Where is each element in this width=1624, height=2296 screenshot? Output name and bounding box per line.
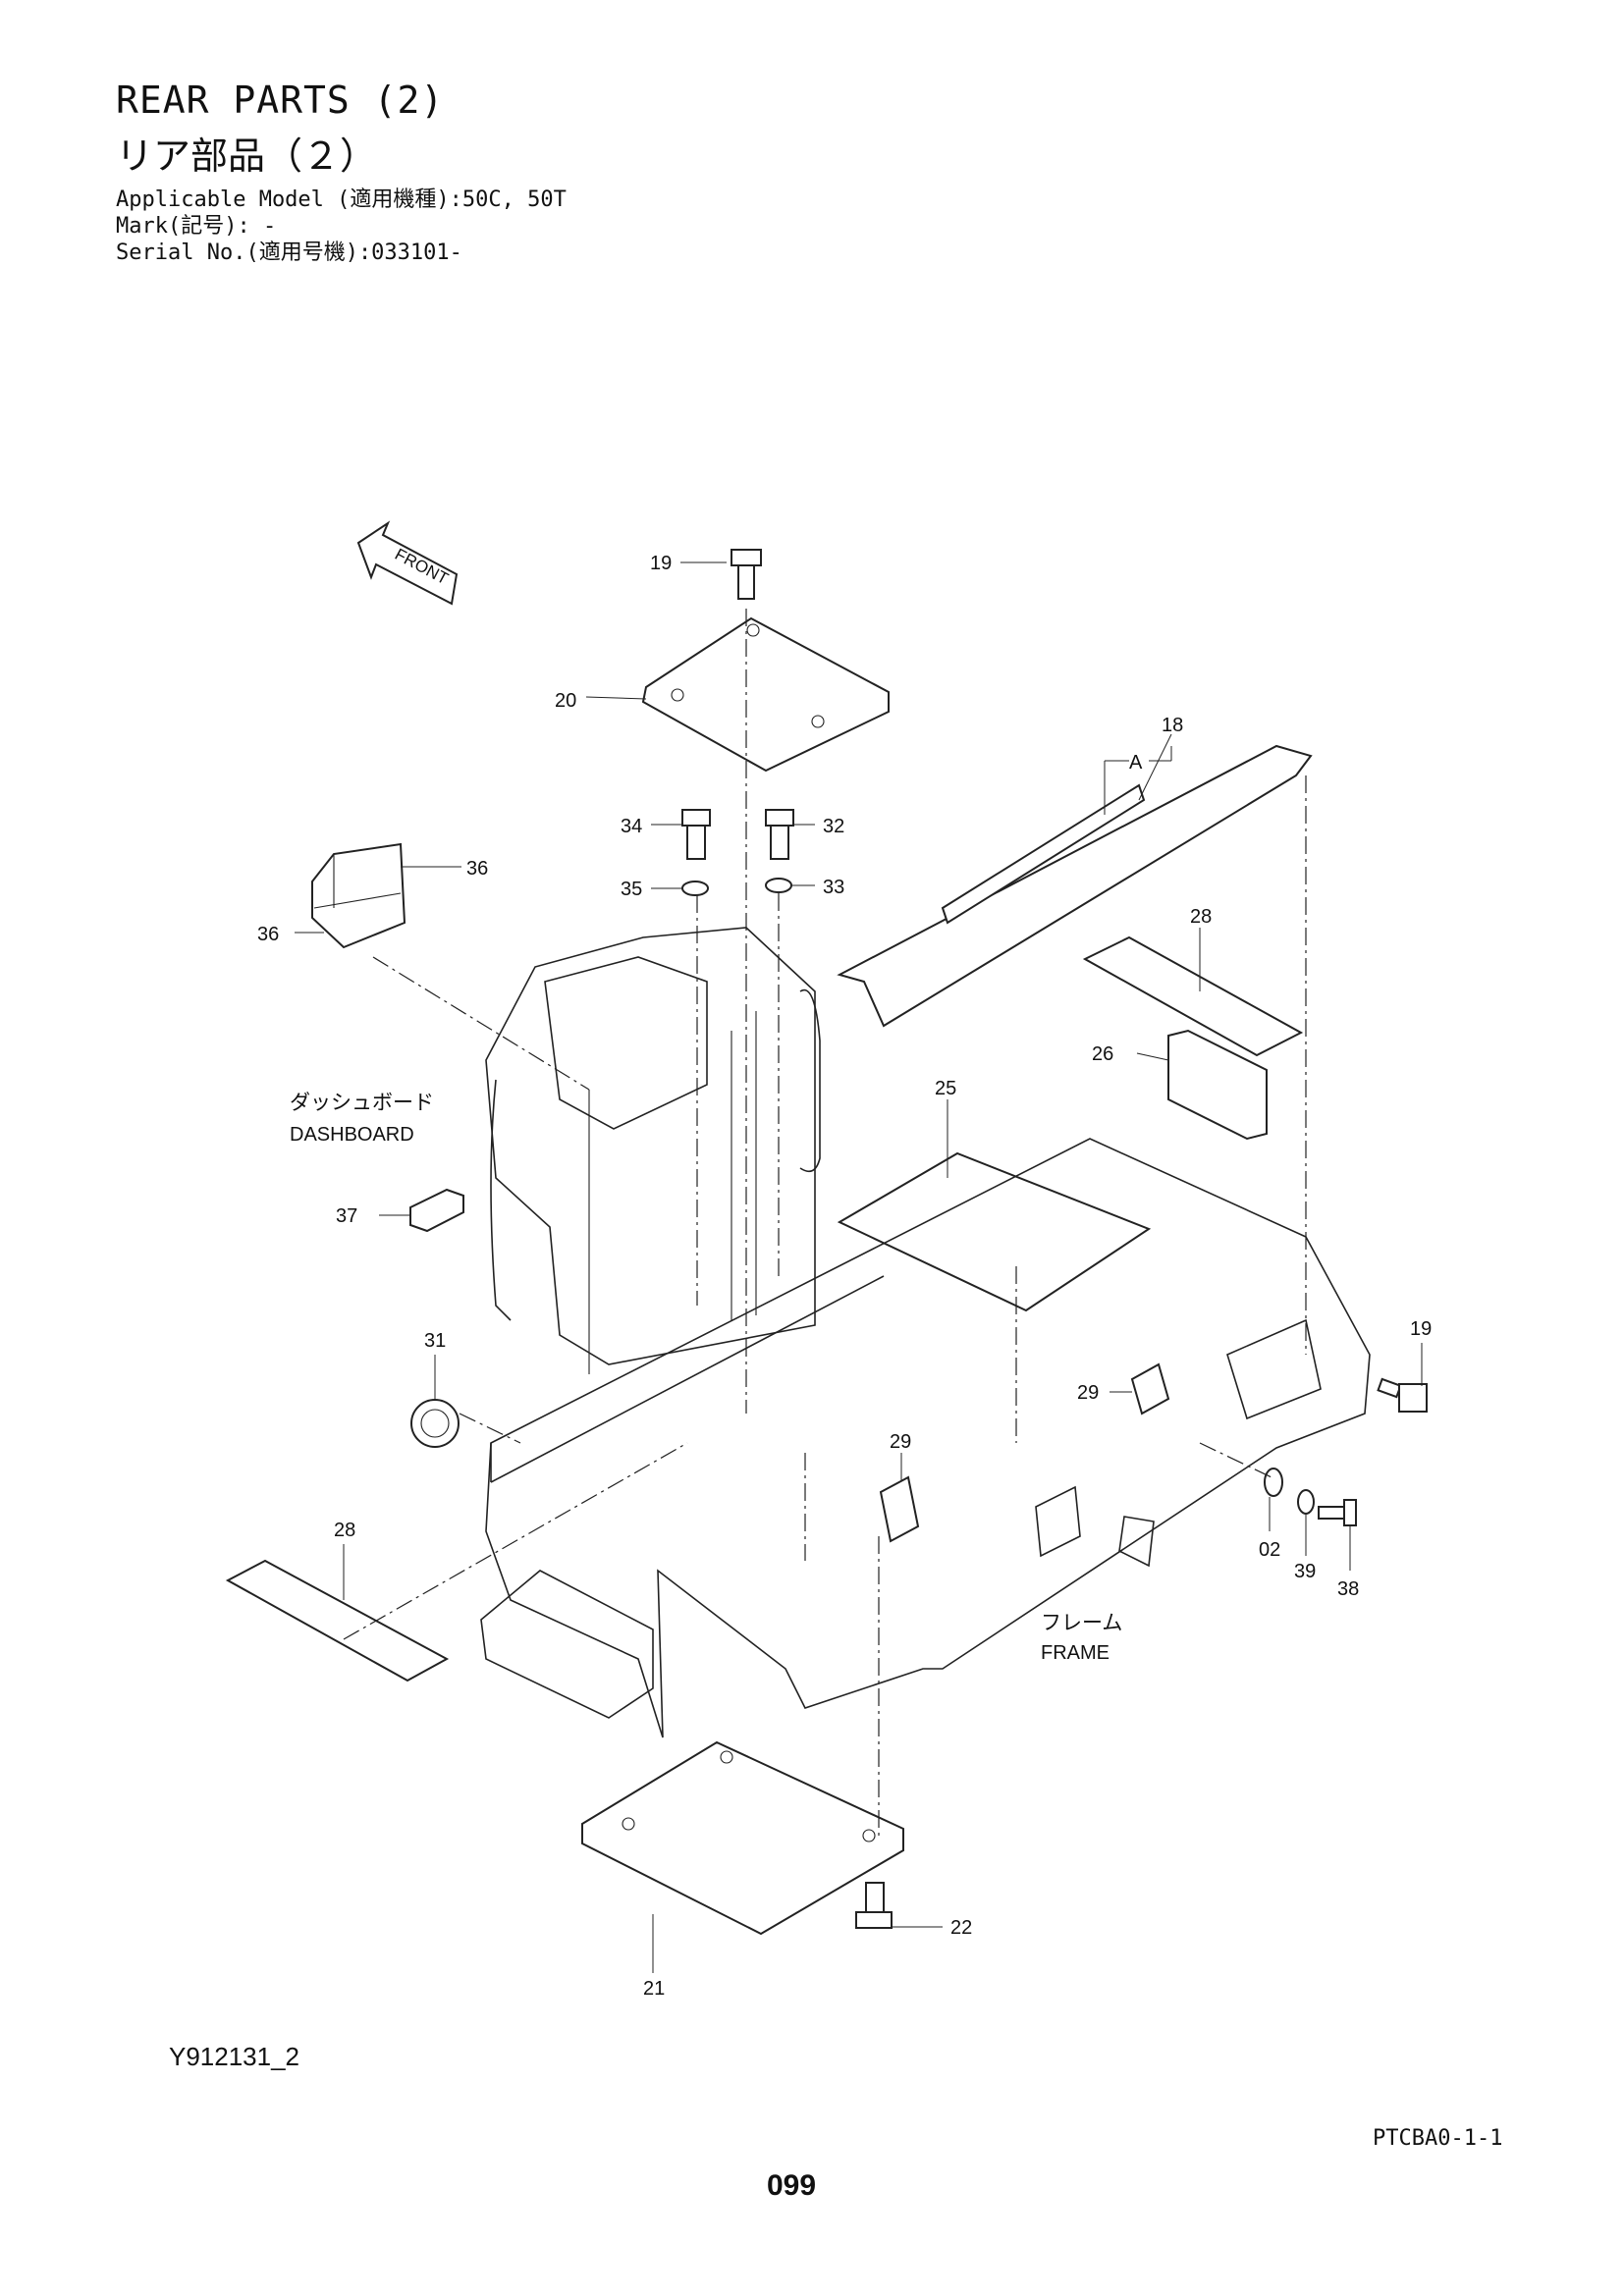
callout-28-lower: 28: [334, 1520, 355, 1541]
callout-02: 02: [1259, 1539, 1280, 1561]
dashboard-structure: [485, 927, 821, 1374]
callout-33: 33: [823, 877, 844, 898]
callout-35: 35: [621, 879, 642, 900]
dashboard-label-en: DASHBOARD: [290, 1124, 414, 1146]
callout-20: 20: [555, 690, 576, 712]
dashboard-label-ja: ダッシュボード: [290, 1091, 434, 1114]
frame-label-ja: フレーム: [1041, 1611, 1122, 1634]
applicable-model: Applicable Model (適用機種):50C, 50T: [116, 187, 567, 212]
part-floor-mat-25: [837, 1151, 1152, 1312]
detail-a-label: A: [1129, 752, 1143, 774]
callout-34: 34: [621, 816, 642, 837]
part-rubber-bumper: [311, 842, 406, 949]
callout-18: 18: [1162, 715, 1183, 736]
part-mat-28-upper: [1082, 935, 1304, 1057]
page-code: PTCBA0-1-1: [1373, 2126, 1503, 2151]
front-arrow-icon: FRONT: [356, 520, 459, 606]
callout-38: 38: [1337, 1578, 1359, 1600]
bolt-19-right: [1377, 1377, 1428, 1413]
callout-39: 39: [1294, 1561, 1316, 1582]
part-mat-28-lower: [225, 1559, 450, 1682]
callout-22: 22: [950, 1917, 972, 1939]
part-pad-29-right: [1130, 1362, 1170, 1415]
part-grommet-31: [410, 1399, 460, 1448]
page-title-ja: リア部品（２）: [116, 134, 378, 178]
bolt-22-bottom: [855, 1882, 893, 1929]
callout-28-upper: 28: [1190, 906, 1212, 928]
callout-29-right: 29: [1077, 1382, 1099, 1404]
callout-32: 32: [823, 816, 844, 837]
part-top-cover-plate: [641, 616, 890, 773]
part-long-trim: [837, 744, 1313, 1028]
callout-19-right: 19: [1410, 1318, 1432, 1340]
callout-36-left: 36: [257, 924, 279, 945]
part-block-37: [409, 1188, 464, 1233]
mark-info: Mark(記号): -: [116, 214, 277, 239]
alignment-lines: [343, 609, 1307, 1836]
callout-29-mid: 29: [890, 1431, 911, 1453]
callout-26: 26: [1092, 1043, 1113, 1065]
main-frame-structure: [480, 1138, 1371, 1738]
callout-37: 37: [336, 1205, 357, 1227]
callout-36-right: 36: [466, 858, 488, 880]
callout-19-top: 19: [650, 553, 672, 574]
page-title-en: REAR PARTS (2): [116, 79, 445, 122]
callout-25: 25: [935, 1078, 956, 1099]
serial-number: Serial No.(適用号機):033101-: [116, 240, 462, 265]
drawing-id: Y912131_2: [169, 2042, 300, 2071]
part-plate-26: [1167, 1029, 1268, 1141]
page-number: 099: [767, 2169, 817, 2202]
frame-label-en: FRAME: [1041, 1642, 1110, 1664]
leader-lines: [295, 561, 1423, 1973]
bolts-and-washers: [681, 809, 794, 896]
part-bottom-plate-21: [581, 1740, 904, 1936]
bolt-19-top: [731, 549, 762, 600]
part-pad-29-mid: [879, 1475, 920, 1543]
callout-31: 31: [424, 1330, 446, 1352]
washers-and-bolt-right: [1264, 1468, 1357, 1526]
callout-21: 21: [643, 1978, 665, 2000]
